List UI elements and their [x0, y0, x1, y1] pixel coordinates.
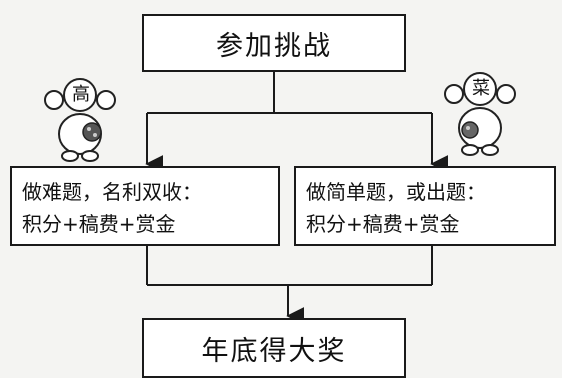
- hard-task-box: 做难题，名利双收： 积分+稿费+赏金: [10, 166, 280, 246]
- hard-task-title: 做难题，名利双收：: [22, 180, 202, 204]
- start-box: 参加挑战: [142, 14, 406, 72]
- easy-task-box: 做简单题，或出题： 积分+稿费+赏金: [294, 166, 556, 246]
- mascot-beginner: 菜: [440, 70, 520, 164]
- hard-task-rewards: 积分+稿费+赏金: [22, 212, 176, 236]
- easy-task-title: 做简单题，或出题：: [306, 180, 486, 204]
- easy-task-rewards: 积分+稿费+赏金: [306, 212, 460, 236]
- mascot-beginner-icon: [444, 72, 516, 156]
- final-prize-label: 年底得大奖: [201, 336, 347, 367]
- mascot-advanced-icon: [44, 78, 116, 162]
- mascot-beginner-badge: 菜: [472, 78, 490, 99]
- start-box-label: 参加挑战: [216, 30, 332, 62]
- final-prize-box: 年底得大奖: [142, 318, 406, 378]
- mascot-advanced-badge: 高: [72, 84, 90, 105]
- mascot-advanced: 高: [40, 76, 120, 170]
